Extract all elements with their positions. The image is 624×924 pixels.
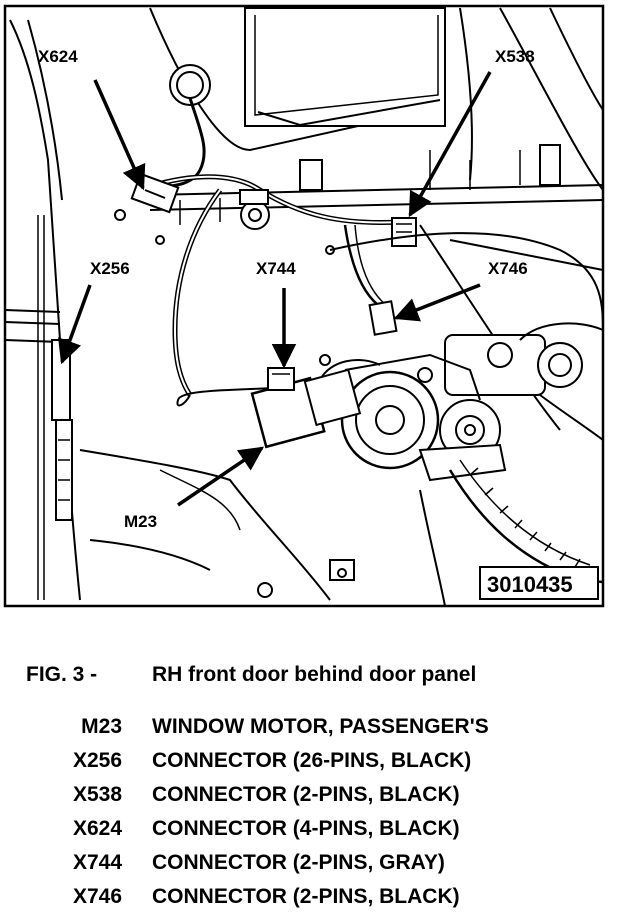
legend-code: X624 [72, 817, 122, 840]
legend-code: X744 [72, 851, 122, 874]
callout-x744: X744 [256, 259, 296, 278]
arrow-x624 [93, 79, 146, 191]
arrow-x746 [393, 283, 481, 322]
callout-x746: X746 [488, 259, 528, 278]
legend-code: X538 [72, 783, 122, 806]
legend-row: X746 CONNECTOR (2-PINS, BLACK) [0, 885, 624, 919]
callout-m23: M23 [124, 512, 157, 531]
arrow-m23 [177, 446, 265, 507]
door-illustration [4, 7, 604, 607]
callout-x538: X538 [495, 47, 535, 66]
legend-description: CONNECTOR (2-PINS, BLACK) [152, 885, 460, 908]
figure-label: FIG. 3 - [26, 663, 98, 686]
callout-x624: X624 [38, 47, 78, 66]
figure-title: RH front door behind door panel [152, 663, 477, 686]
legend-row: X256 CONNECTOR (26-PINS, BLACK) [0, 749, 624, 783]
legend-description: CONNECTOR (2-PINS, BLACK) [152, 783, 460, 806]
legend-code: X256 [72, 749, 122, 772]
legend-description: WINDOW MOTOR, PASSENGER'S [152, 715, 489, 738]
legend-row: X538 CONNECTOR (2-PINS, BLACK) [0, 783, 624, 817]
callout-x256: X256 [90, 259, 130, 278]
arrow-x256 [58, 284, 92, 365]
callout-arrows [58, 71, 492, 507]
legend-description: CONNECTOR (4-PINS, BLACK) [152, 817, 460, 840]
legend-row: X624 CONNECTOR (4-PINS, BLACK) [0, 817, 624, 851]
figure-id-box [479, 566, 599, 600]
legend-description: CONNECTOR (2-PINS, GRAY) [152, 851, 445, 874]
legend-row: M23 WINDOW MOTOR, PASSENGER'S [0, 715, 624, 749]
legend-code: M23 [81, 715, 122, 738]
legend-row: X744 CONNECTOR (2-PINS, GRAY) [0, 851, 624, 885]
figure-id: 3010435 [487, 572, 573, 597]
legend-description: CONNECTOR (26-PINS, BLACK) [152, 749, 472, 772]
legend-code: X746 [72, 885, 122, 908]
arrow-x538 [408, 71, 492, 218]
